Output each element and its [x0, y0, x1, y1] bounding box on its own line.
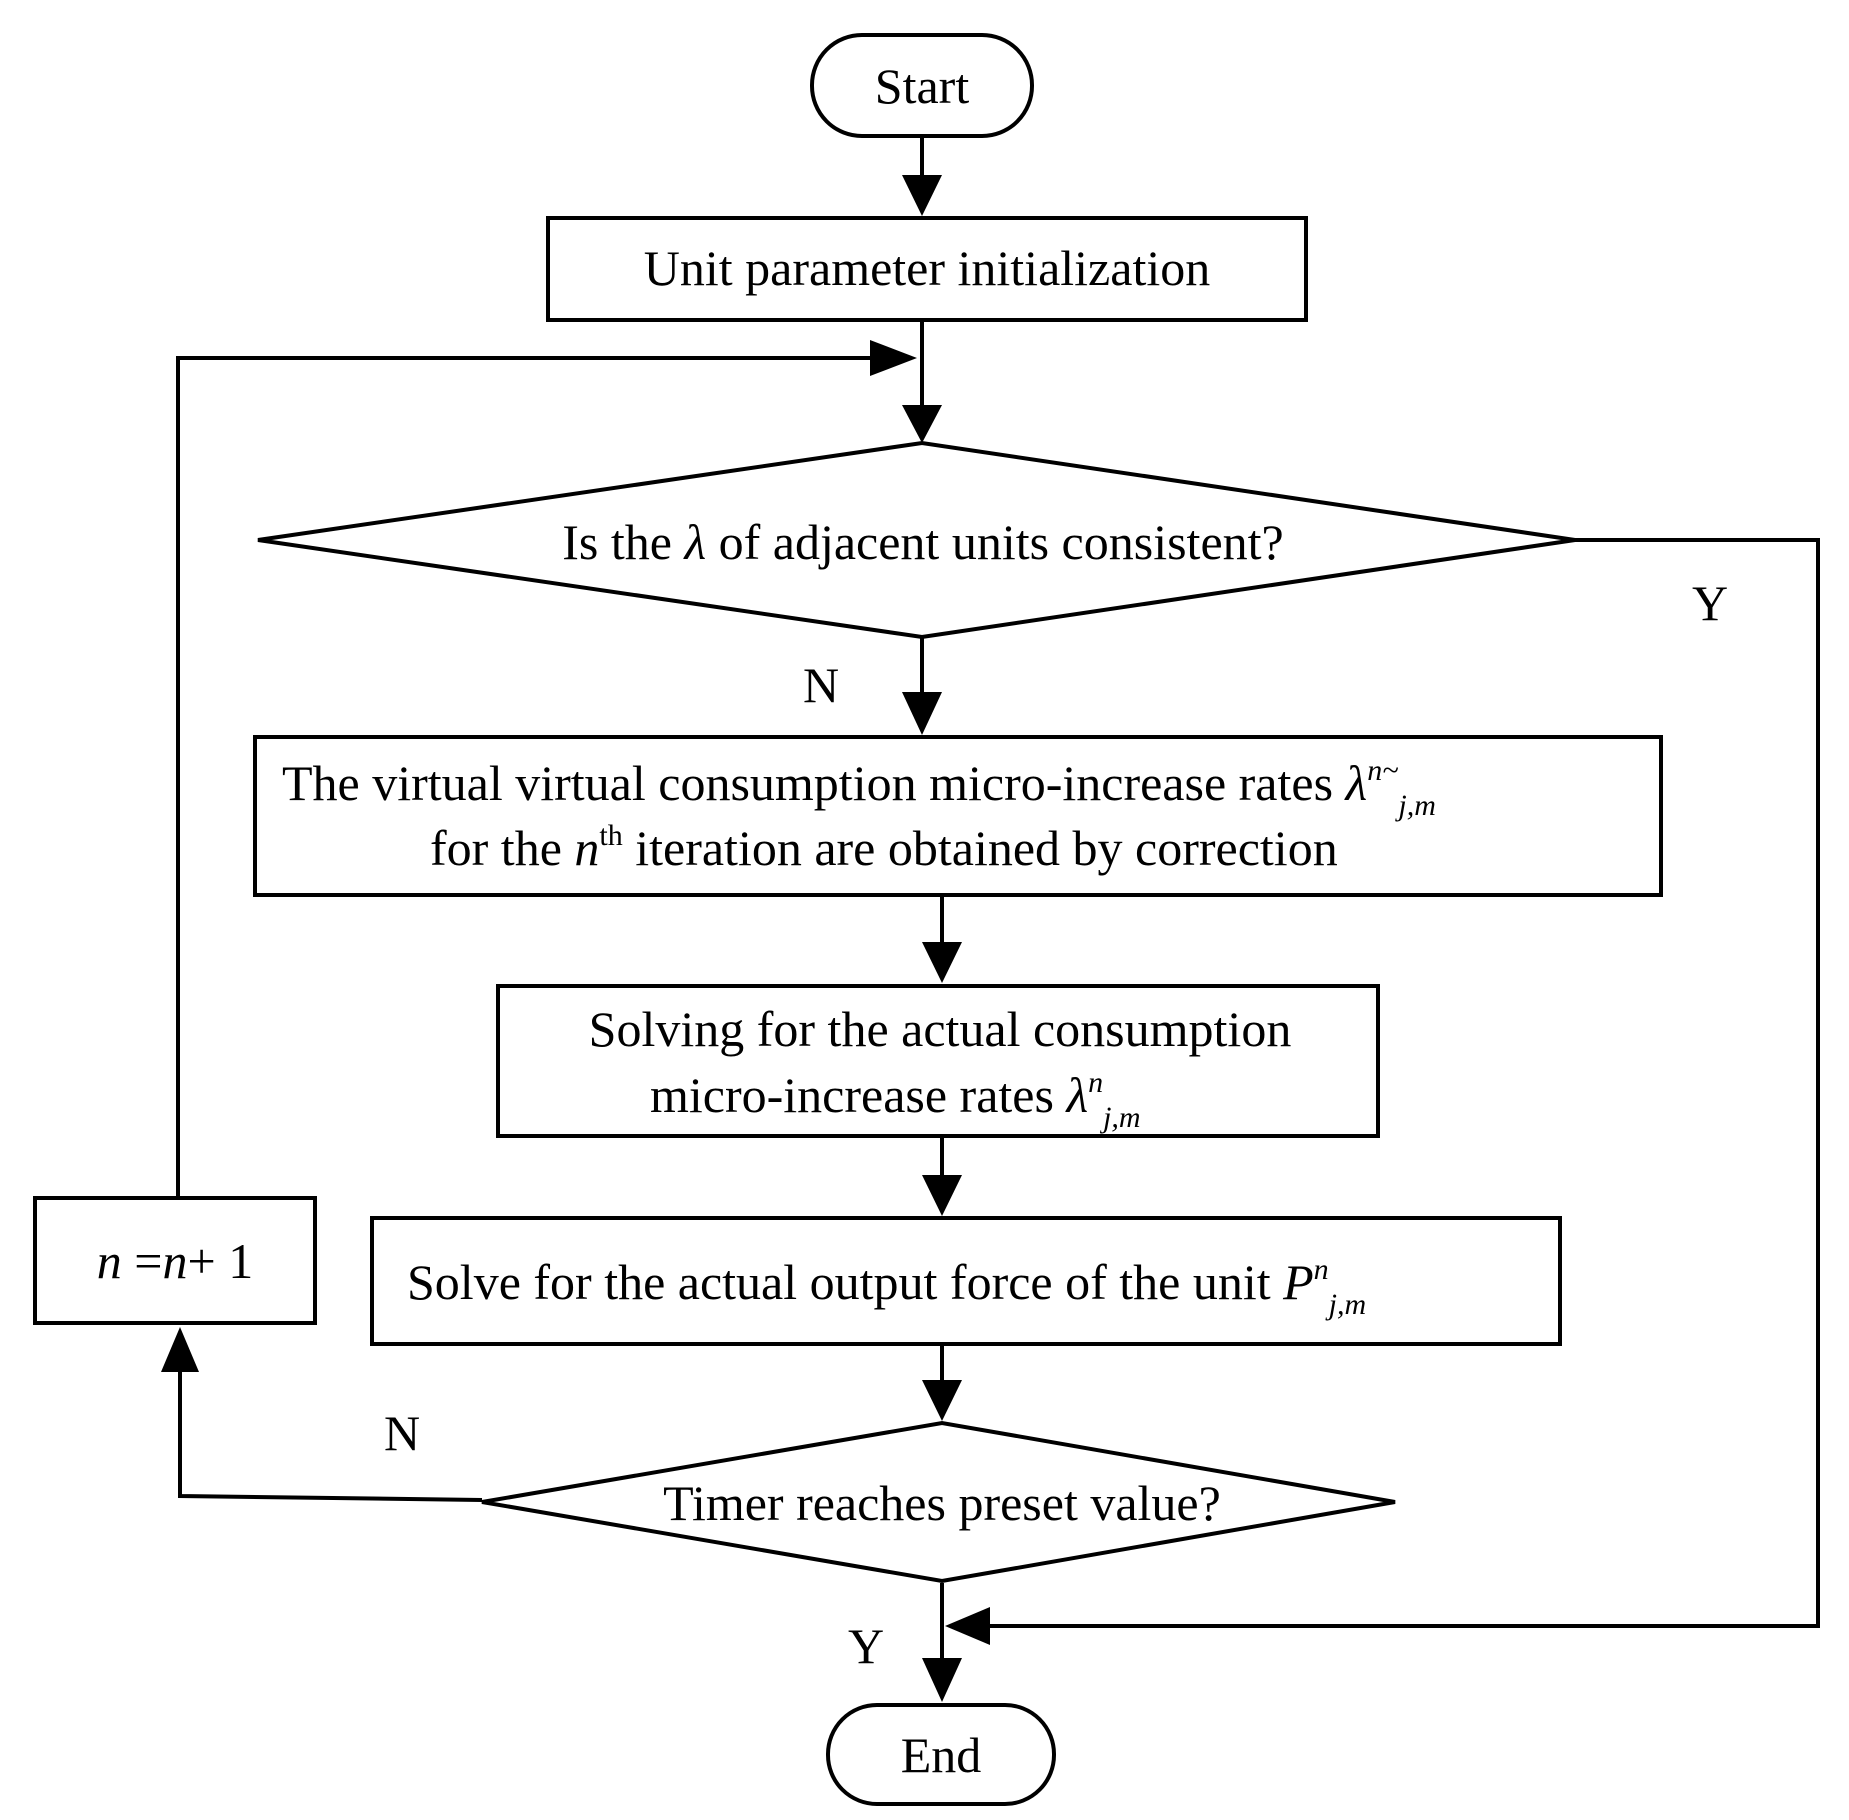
arrowhead-check-yes	[945, 1607, 990, 1645]
end-terminal: End	[826, 1703, 1056, 1806]
increment-process: n =n+ 1	[33, 1196, 317, 1325]
increment-label: n =n+ 1	[97, 1233, 253, 1289]
arrowhead-loop-back	[870, 340, 917, 376]
lambda-question: Is the λ of adjacent units consistent?	[562, 514, 1283, 570]
arrowhead-timer-no	[161, 1327, 199, 1372]
arrowhead-start-to-init	[902, 175, 942, 216]
actual-rates-line1: Solving for the actual consumption	[589, 1001, 1292, 1057]
arrowhead-check-to-virtual	[902, 692, 942, 735]
virtual-rates-line2: for the nth iteration are obtained by co…	[430, 819, 1338, 876]
timer-no-label: N	[384, 1405, 420, 1461]
start-label: Start	[875, 58, 970, 114]
virtual-rates-line1: The virtual virtual consumption micro-in…	[282, 754, 1436, 822]
timer-decision: Timer reaches preset value? N Y	[384, 1405, 1396, 1674]
output-force-process: Solve for the actual output force of the…	[370, 1216, 1562, 1346]
arrowhead-output-to-timer	[922, 1380, 962, 1421]
output-force-label: Solve for the actual output force of the…	[407, 1253, 1366, 1321]
connectors	[161, 136, 1820, 1702]
end-label: End	[901, 1727, 982, 1783]
edge-check-yes-to-end	[990, 538, 1820, 1628]
edge-timer-no-to-increment	[178, 1372, 483, 1502]
actual-rates-process: Solving for the actual consumption micro…	[496, 984, 1380, 1138]
start-terminal: Start	[810, 33, 1034, 138]
timer-yes-label: Y	[848, 1618, 884, 1674]
init-label: Unit parameter initialization	[644, 240, 1210, 296]
virtual-rates-process: The virtual virtual consumption micro-in…	[253, 735, 1663, 897]
arrowhead-actual-to-output	[922, 1175, 962, 1216]
lambda-consistency-decision: Is the λ of adjacent units consistent? Y…	[257, 440, 1728, 713]
arrowhead-virtual-to-actual	[922, 942, 962, 983]
timer-question: Timer reaches preset value?	[663, 1475, 1221, 1531]
arrowhead-init-to-check	[902, 405, 942, 443]
lambda-no-label: N	[803, 657, 839, 713]
edge-increment-loop-back	[176, 356, 870, 1198]
arrowhead-timer-to-end	[922, 1658, 962, 1702]
lambda-yes-label: Y	[1692, 575, 1728, 631]
actual-rates-line2: micro-increase rates λnj,m	[650, 1066, 1141, 1134]
init-process: Unit parameter initialization	[546, 216, 1308, 322]
